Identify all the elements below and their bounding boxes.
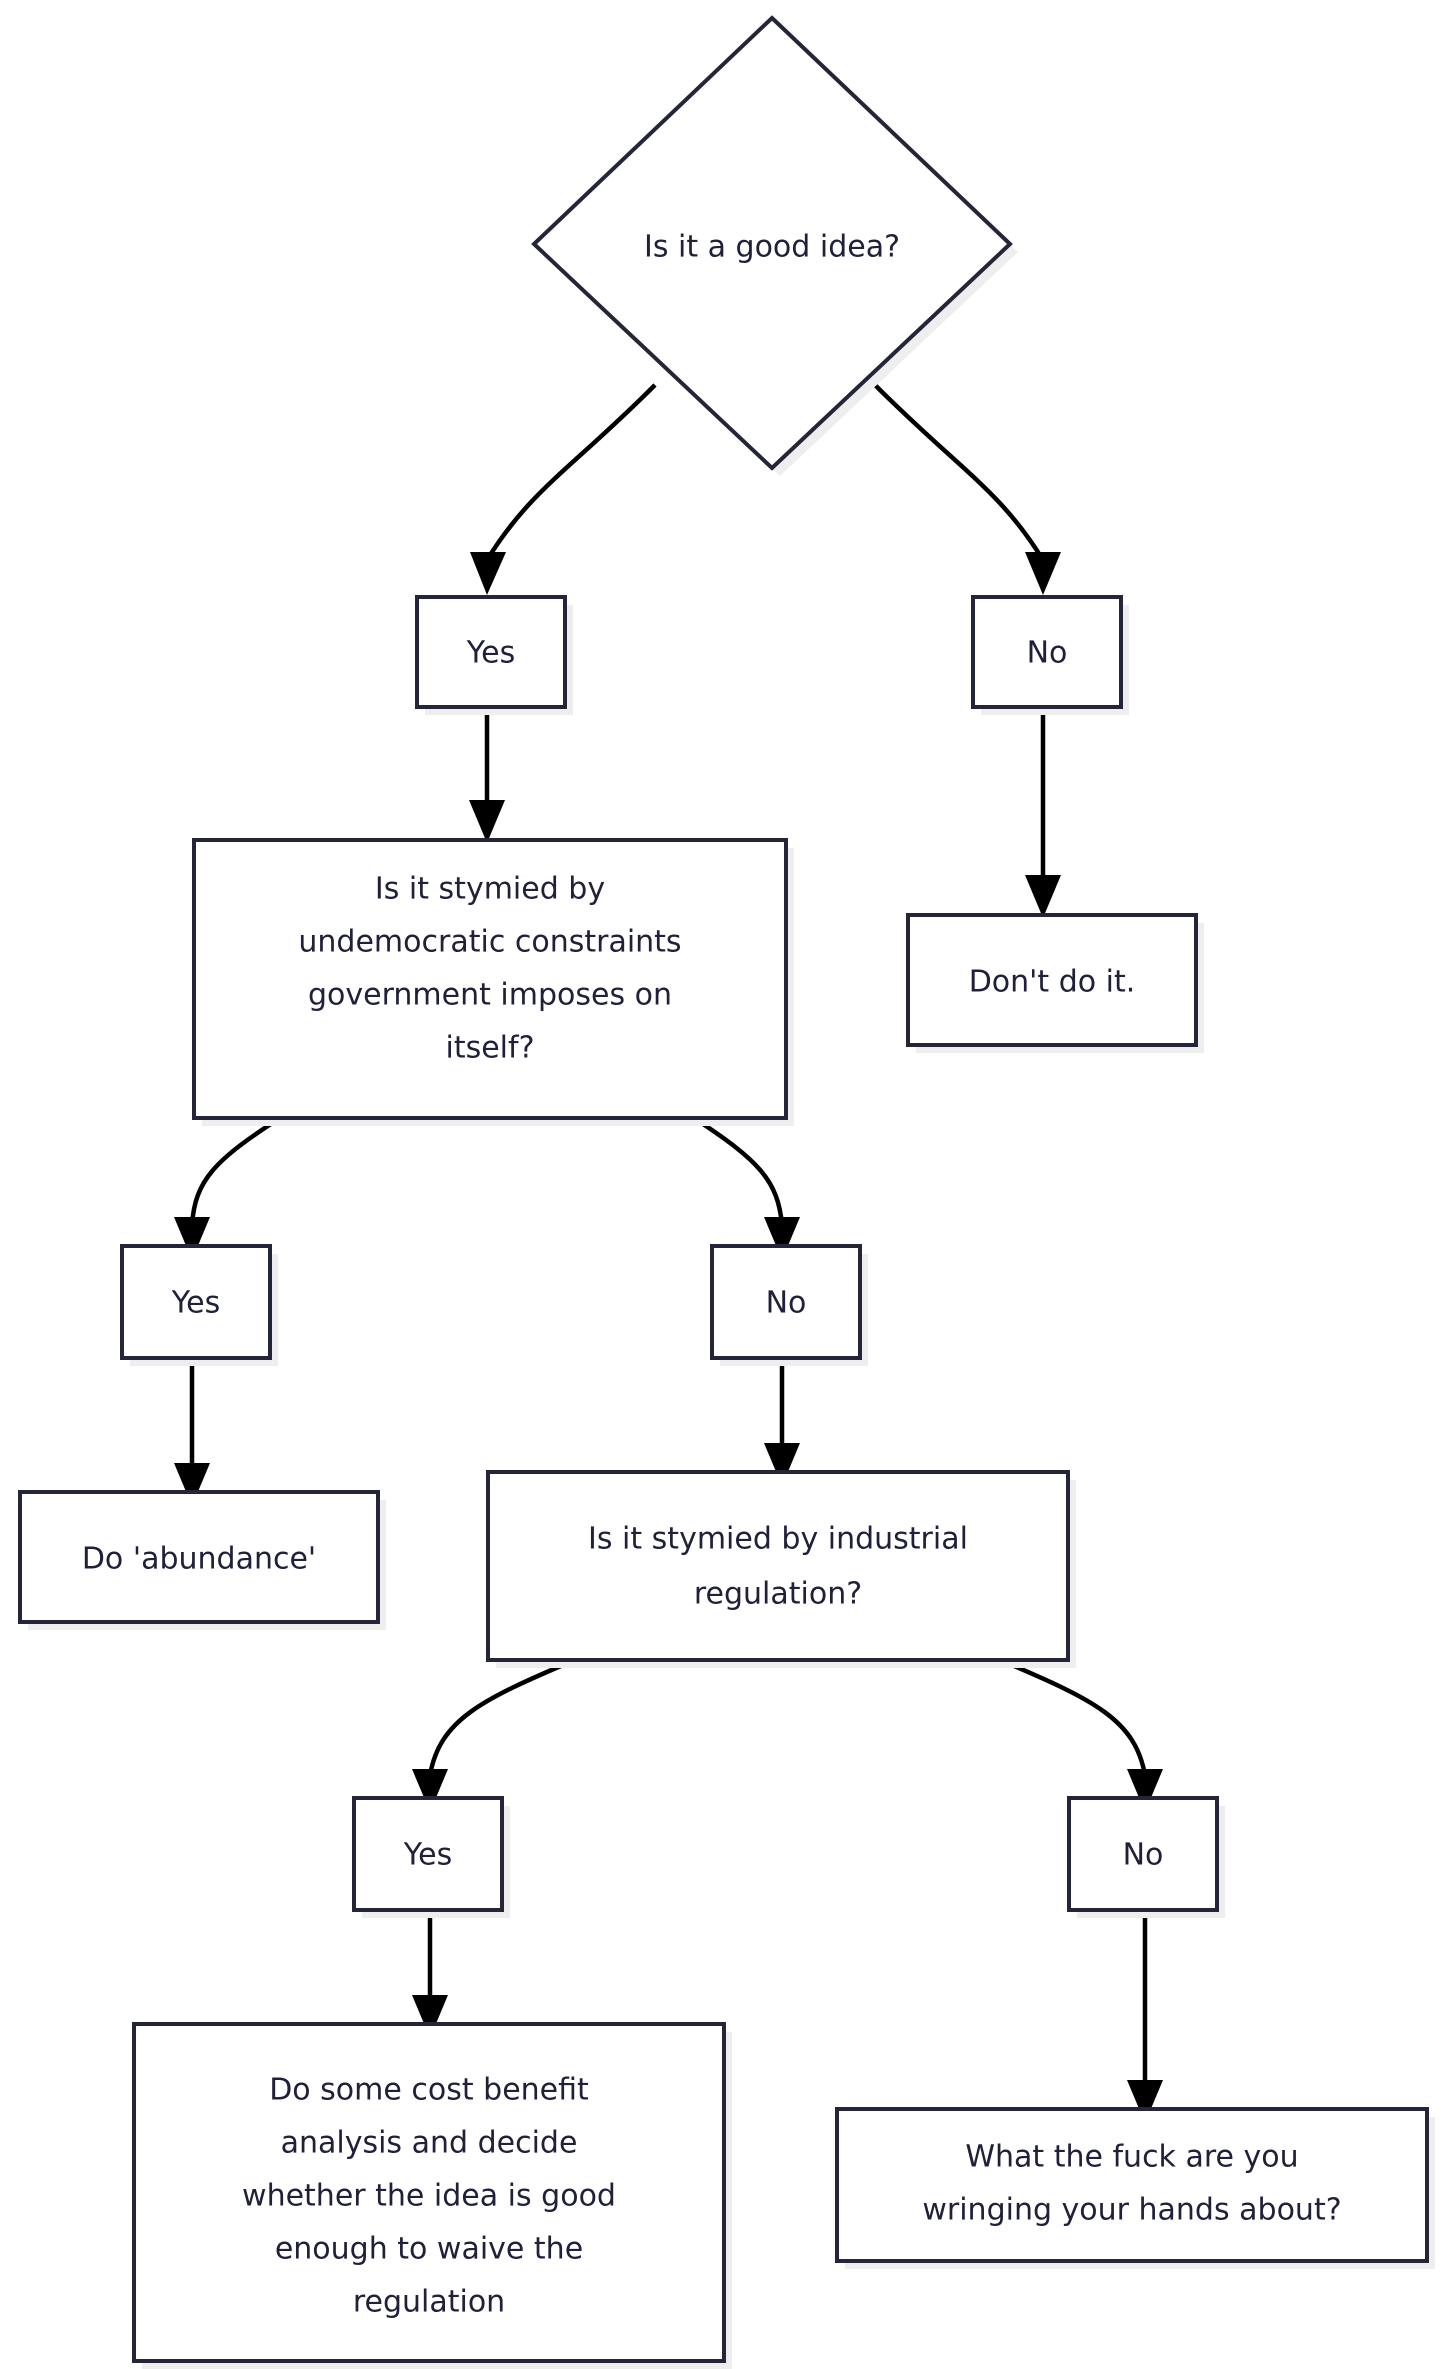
node-label-no-2: No [766, 1286, 807, 1321]
node-label-undemocratic-line4: itself? [445, 1031, 534, 1066]
node-label-do-abundance: Do 'abundance' [82, 1542, 316, 1577]
node-label-cost-benefit-line3: whether the idea is good [242, 2179, 616, 2214]
node-label-cost-benefit-line2: analysis and decide [281, 2126, 578, 2161]
node-cost-benefit-analysis[interactable]: Do some cost benefit analysis and decide… [132, 2022, 726, 2363]
node-dont-do-it[interactable]: Don't do it. [906, 913, 1198, 1047]
edge-no2-to-industrial [764, 1358, 800, 1486]
node-label-cost-benefit-line5: regulation [353, 2285, 505, 2320]
node-no-2[interactable]: No [710, 1244, 862, 1360]
node-label-undemocratic-line1: Is it stymied by [375, 872, 605, 907]
node-do-abundance[interactable]: Do 'abundance' [18, 1490, 380, 1624]
node-no-3[interactable]: No [1067, 1796, 1219, 1912]
node-label-undemocratic-line2: undemocratic constraints [298, 925, 681, 960]
node-label-yes-2: Yes [171, 1286, 220, 1321]
node-wtf-wringing-hands[interactable]: What the fuck are you wringing your hand… [835, 2107, 1429, 2263]
edge-undemocratic-to-yes2 [174, 1116, 282, 1260]
node-label-wtf-line2: wringing your hands about? [922, 2193, 1341, 2228]
edge-industrial-to-yes3 [412, 1657, 576, 1812]
node-label-wtf-line1: What the fuck are you [965, 2140, 1298, 2175]
node-label-cost-benefit-line1: Do some cost benefit [269, 2073, 589, 2108]
edge-good-idea-to-yes1 [470, 383, 657, 595]
node-label-no-1: No [1027, 636, 1068, 671]
node-is-it-stymied-industrial[interactable]: Is it stymied by industrial regulation? [486, 1470, 1070, 1662]
edge-good-idea-to-no1 [873, 383, 1061, 595]
edge-yes3-to-cost-benefit [412, 1909, 448, 2038]
node-is-it-a-good-idea[interactable]: Is it a good idea? [531, 15, 1013, 471]
node-label-dont-do-it: Don't do it. [969, 965, 1136, 1000]
edge-undemocratic-to-no2 [692, 1116, 800, 1260]
edge-no3-to-wtf [1127, 1909, 1163, 2123]
edge-industrial-to-no3 [999, 1657, 1163, 1812]
node-label-industrial-line2: regulation? [694, 1577, 862, 1612]
node-label-no-3: No [1123, 1838, 1164, 1873]
node-label-cost-benefit-line4: enough to waive the [275, 2232, 583, 2267]
node-label-yes-3: Yes [403, 1838, 452, 1873]
node-yes-1[interactable]: Yes [415, 595, 567, 709]
edge-yes1-to-undemocratic [469, 709, 505, 843]
node-label-undemocratic-line3: government imposes on [308, 978, 672, 1013]
edge-no1-to-dont-do-it [1025, 709, 1061, 918]
node-label-industrial-line1: Is it stymied by industrial [588, 1522, 968, 1557]
node-yes-3[interactable]: Yes [352, 1796, 504, 1912]
node-label-yes-1: Yes [466, 636, 515, 671]
edge-layer [174, 383, 1163, 2123]
node-label-is-it-a-good-idea: Is it a good idea? [644, 230, 900, 265]
node-no-1[interactable]: No [971, 595, 1123, 709]
node-is-it-stymied-undemocratic[interactable]: Is it stymied by undemocratic constraint… [192, 838, 788, 1120]
node-yes-2[interactable]: Yes [120, 1244, 272, 1360]
edge-yes2-to-do-abundance [174, 1358, 210, 1506]
